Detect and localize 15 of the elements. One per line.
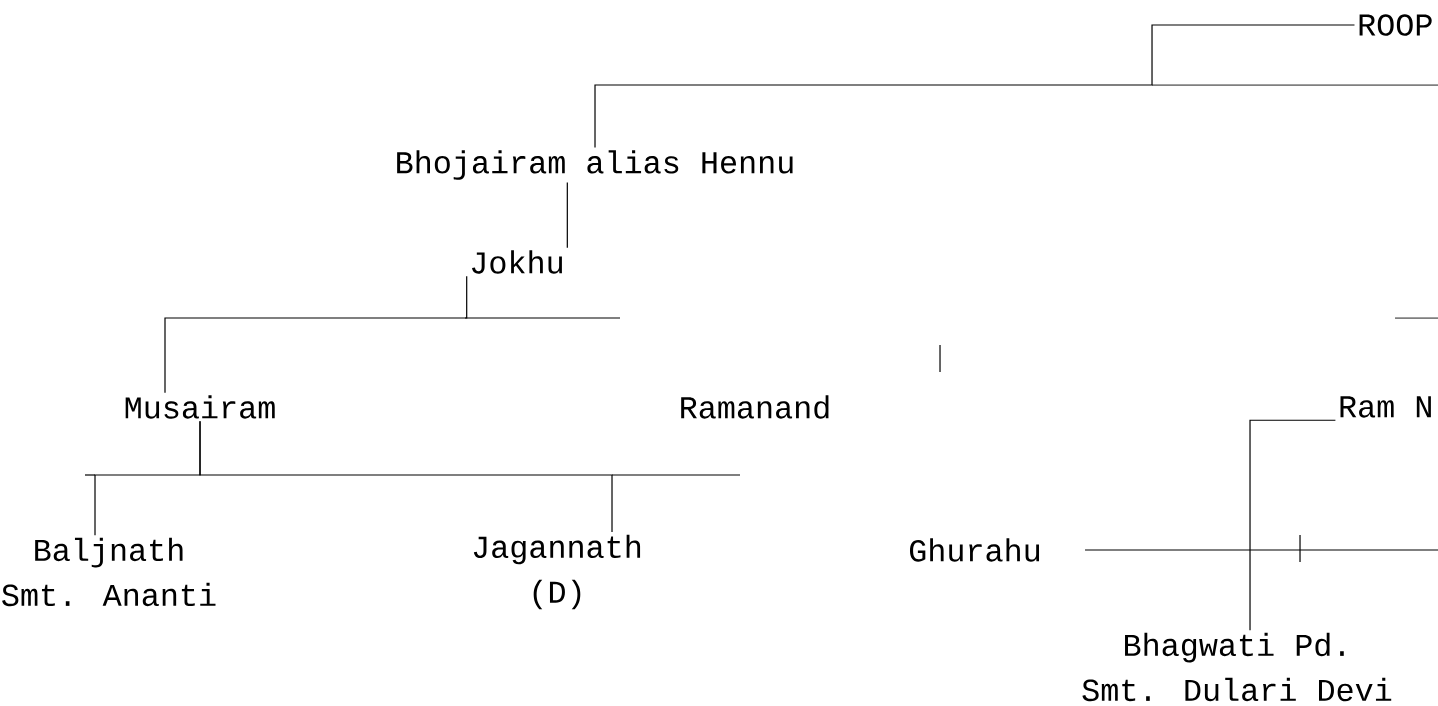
person-entry: Jagannath (D) <box>473 534 641 610</box>
person-name: Ghurahu <box>910 538 1040 562</box>
person-name: Musairam <box>125 395 275 419</box>
tree-line <box>594 24 1356 149</box>
tree-line <box>164 275 468 394</box>
person-entry: Bhagwati Pd. Smt. Dulari Devi <box>1082 632 1392 702</box>
person-name: Ramanand <box>681 395 829 419</box>
tree-line <box>1249 419 1336 631</box>
tree-line <box>199 420 613 533</box>
person-entry: Baljnath Smt. Ananti <box>2 537 216 607</box>
tree-line <box>566 181 568 249</box>
person-name: Bhojairam alias Hennu <box>397 150 793 180</box>
person-name: Ram N <box>1340 396 1431 418</box>
person-name: ROOP <box>1359 14 1432 36</box>
person-name: Jokhu <box>472 250 562 274</box>
